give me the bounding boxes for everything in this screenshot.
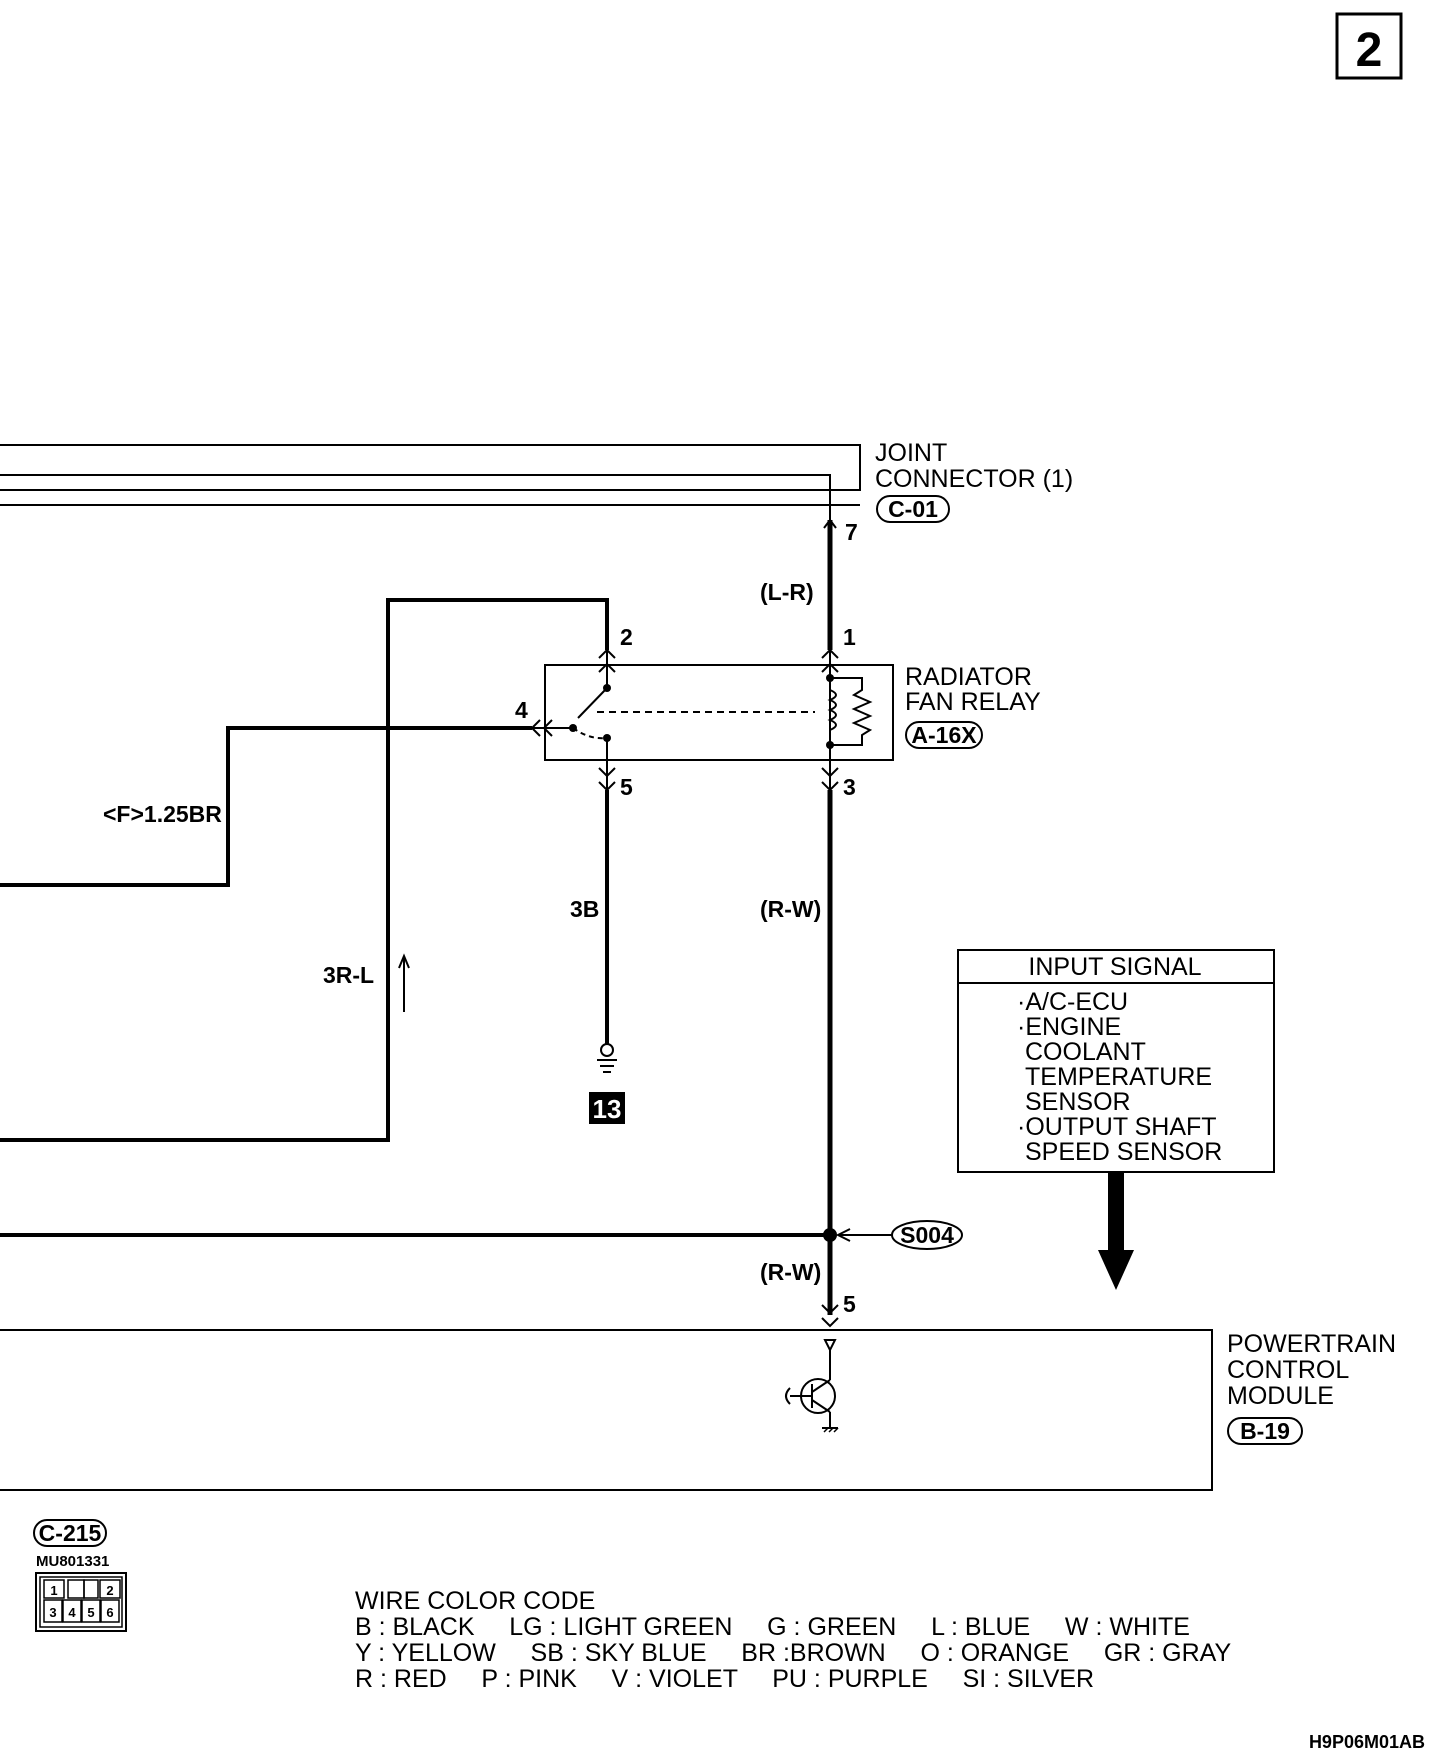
- relay-id: A-16X: [911, 722, 977, 748]
- ground-id: 13: [593, 1094, 622, 1124]
- input-signal-line-7: SPEED SENSOR: [1025, 1138, 1222, 1166]
- wire-color-code-title: WIRE COLOR CODE: [355, 1587, 595, 1615]
- input-signal-title: INPUT SIGNAL: [1028, 953, 1201, 981]
- page-badge-box: [1335, 12, 1403, 80]
- pcm-id-badge: [1227, 1417, 1303, 1445]
- relay-label-2: FAN RELAY: [905, 688, 1041, 716]
- input-signal-arrow: [1098, 1172, 1134, 1290]
- pcm-box: [0, 1329, 1213, 1491]
- relay-pin-5: 5: [620, 774, 633, 800]
- splice-id-badge: [891, 1220, 963, 1250]
- joint-connector-bus: [0, 444, 861, 522]
- wire-f-125br: [0, 726, 532, 887]
- input-signal-line-4: TEMPERATURE: [1025, 1063, 1212, 1091]
- ground-id-box: [589, 1092, 625, 1124]
- input-signal-line-5: SENSOR: [1025, 1088, 1131, 1116]
- connector-ref-pin-1: 1: [50, 1583, 57, 1598]
- splice-point: [823, 1228, 837, 1242]
- joint-connector-id-badge: [876, 495, 950, 523]
- pcm-label-1: POWERTRAIN: [1227, 1330, 1396, 1358]
- current-arrow: [398, 953, 410, 1012]
- input-signal-line-3: COOLANT: [1025, 1038, 1146, 1066]
- relay-coil: [826, 650, 873, 790]
- relay-pin-4: 4: [515, 697, 528, 723]
- joint-connector-label-1: JOINT: [875, 439, 947, 467]
- connector-ref-pin-3: 3: [49, 1605, 56, 1620]
- input-signal-line-6: ·OUTPUT SHAFT: [1017, 1113, 1217, 1141]
- figure-code: H9P06M01AB: [1309, 1732, 1425, 1752]
- pcm-label-2: CONTROL: [1227, 1356, 1349, 1384]
- wire-label-r-w-lower: (R-W): [760, 1259, 821, 1285]
- relay-switch: [532, 650, 815, 790]
- pcm-transistor-symbol: [785, 1339, 839, 1433]
- wire-3r-l: [0, 598, 609, 1142]
- wire-label-3r-l: 3R-L: [323, 962, 374, 988]
- wire-label-f-125br: <F>1.25BR: [103, 801, 222, 827]
- wire-color-code-row-3: R : RED P : PINK V : VIOLET PU : PURPLE …: [355, 1665, 1094, 1693]
- pcm-pin: 5: [843, 1291, 856, 1317]
- splice-id: S004: [900, 1222, 954, 1248]
- relay-pin-arrows: [530, 648, 839, 792]
- input-signal-line-2: ·ENGINE: [1017, 1013, 1121, 1041]
- connector-ref-pin-4: 4: [68, 1605, 76, 1620]
- joint-connector-label-2: CONNECTOR (1): [875, 465, 1073, 493]
- relay-pin-1: 1: [843, 624, 856, 650]
- connector-ref-pin-2: 2: [106, 1583, 113, 1598]
- pcm-pin-arrows: [821, 1304, 839, 1328]
- relay-label-1: RADIATOR: [905, 663, 1032, 691]
- relay-id-badge: [905, 721, 983, 749]
- connector-ref-part: MU801331: [36, 1553, 109, 1570]
- wire-label-r-w-upper: (R-W): [760, 896, 821, 922]
- wire-color-code-row-1: B : BLACK LG : LIGHT GREEN G : GREEN L :…: [355, 1613, 1190, 1641]
- joint-connector-pin: 7: [845, 519, 858, 545]
- splice-pointer: [835, 1228, 893, 1242]
- wire-label-l-r: (L-R): [760, 579, 814, 605]
- connector-ref-id: C-215: [39, 1520, 102, 1546]
- radiator-fan-relay-box: [544, 664, 894, 761]
- connector-ref-id-badge: [33, 1519, 107, 1547]
- pcm-id: B-19: [1240, 1418, 1290, 1444]
- relay-pin-2: 2: [620, 624, 633, 650]
- joint-connector-id: C-01: [888, 496, 938, 522]
- ground-symbol: [597, 1043, 617, 1073]
- wire-color-code-row-2: Y : YELLOW SB : SKY BLUE BR :BROWN O : O…: [355, 1639, 1231, 1667]
- connector-ref-pin-5: 5: [87, 1605, 94, 1620]
- page-badge: 2: [1356, 24, 1383, 77]
- connector-ref-pinout: [35, 1572, 127, 1632]
- wire-label-3b: 3B: [570, 896, 599, 922]
- pcm-label-3: MODULE: [1227, 1382, 1334, 1410]
- input-signal-line-1: ·A/C-ECU: [1017, 988, 1128, 1016]
- relay-pin-3: 3: [843, 774, 856, 800]
- connector-ref-pin-6: 6: [106, 1605, 113, 1620]
